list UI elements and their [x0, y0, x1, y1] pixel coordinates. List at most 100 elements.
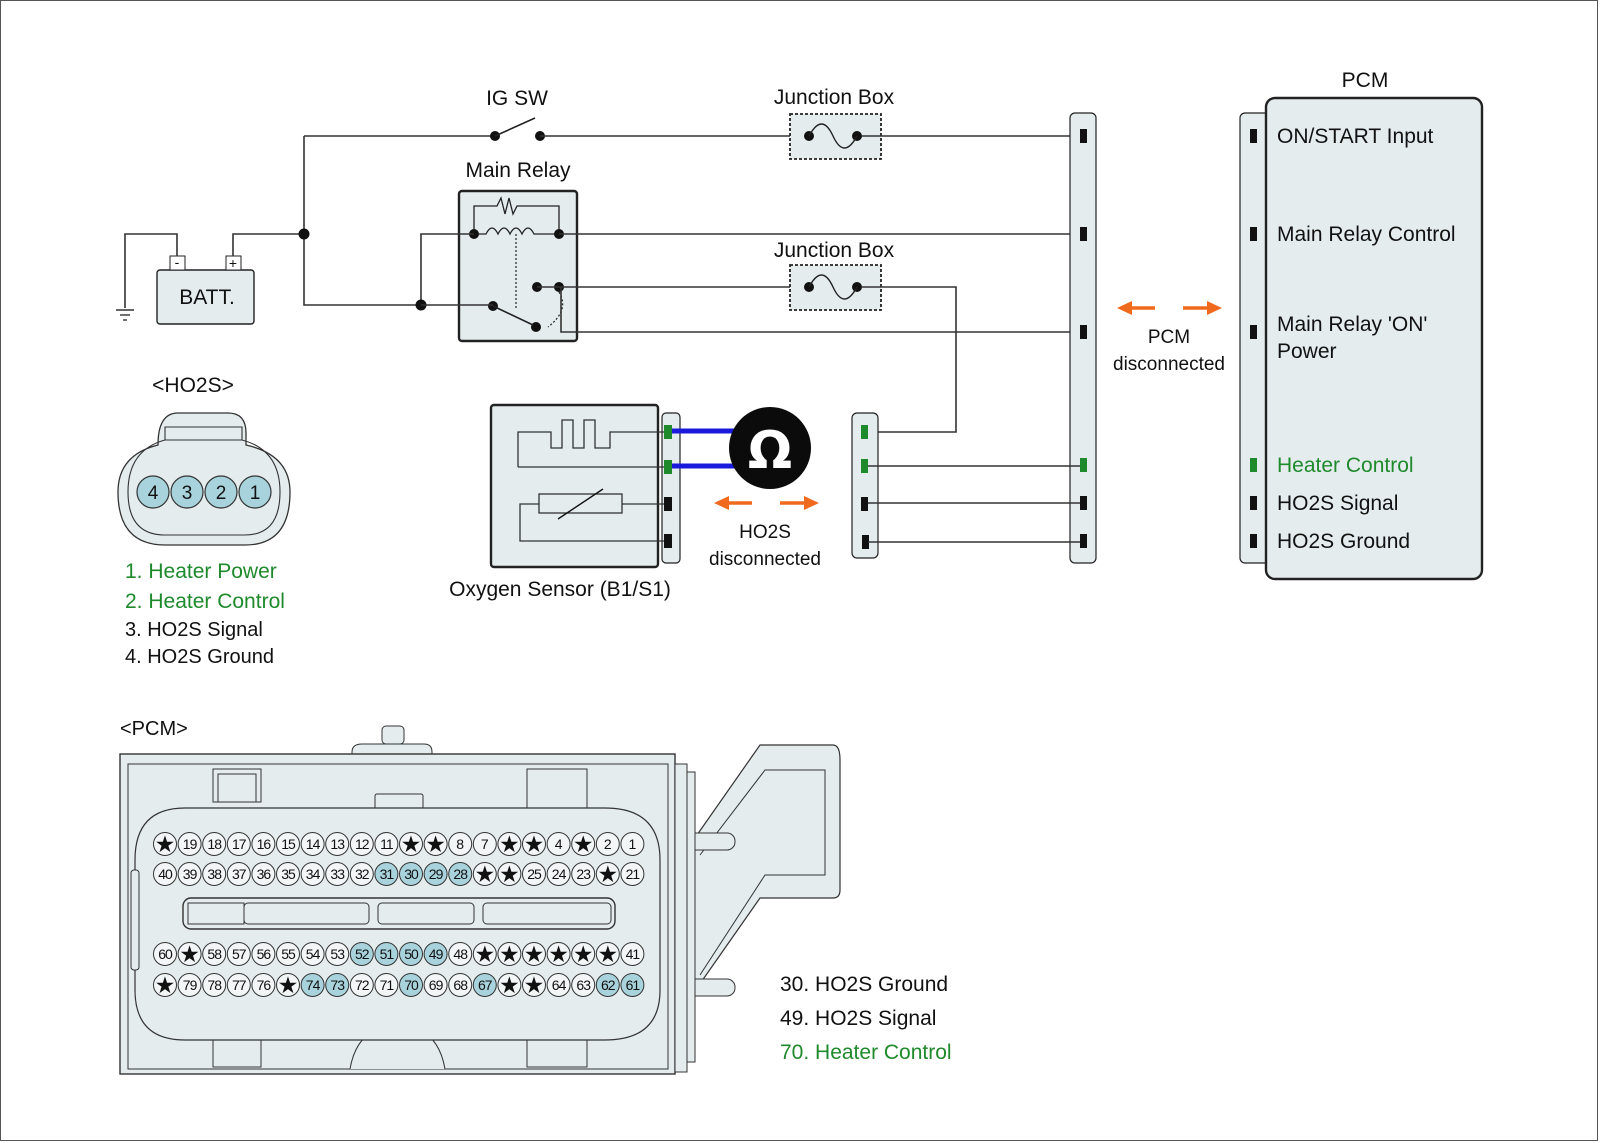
pcm-pin-label: 11 — [380, 836, 394, 852]
pcm-pin-unused — [497, 973, 522, 997]
star-icon: ★ — [574, 944, 592, 966]
pcm-pin-label: 24 — [552, 866, 567, 882]
pcm-pin-48 — [448, 942, 473, 966]
star-icon: ★ — [500, 864, 518, 886]
ohmmeter: Ω — [672, 407, 811, 489]
junction-box-1-label: Junction Box — [774, 86, 895, 109]
pcm-pin-label: 62 — [601, 977, 616, 993]
star-icon: ★ — [525, 944, 543, 966]
pcm-pin-53 — [325, 942, 350, 966]
pcm-pin-78 — [202, 973, 227, 997]
pcm-pin-77 — [226, 973, 251, 997]
star-icon: ★ — [427, 834, 445, 856]
pcm-pin-1 — [620, 832, 645, 856]
pcm-pin-19 — [177, 832, 202, 856]
pcm-pin-37 — [226, 862, 251, 886]
pcm-pin-61 — [620, 973, 645, 997]
pcm-title: PCM — [1342, 69, 1389, 92]
main-relay: Main Relay — [457, 159, 579, 343]
pcm-module: PCM ON/START Input Main Relay Control Ma… — [1239, 69, 1484, 581]
pcm-pin-34 — [300, 862, 325, 886]
pcm-pin-unused — [571, 832, 596, 856]
star-icon: ★ — [279, 975, 297, 997]
ho2s-pin-label: 2 — [216, 483, 227, 504]
star-icon: ★ — [181, 944, 199, 966]
pcm-pin-72 — [349, 973, 374, 997]
ho2s-legend-1: 1. Heater Power — [125, 560, 277, 583]
pcm-pin-28 — [448, 862, 473, 886]
ho2s-legend-4: 4. HO2S Ground — [125, 646, 274, 668]
pcm-legend-1: 30. HO2S Ground — [780, 973, 948, 996]
pcm-pin-14 — [300, 832, 325, 856]
pcm-pin-38 — [202, 862, 227, 886]
pcm-pin-13 — [325, 832, 350, 856]
pcm-pin-label: 4 — [555, 836, 563, 852]
pcm-pin-label: 53 — [330, 946, 345, 962]
pcm-pin-71 — [374, 973, 399, 997]
pcm-pin-unused — [522, 832, 546, 856]
pcm-pin-label: 39 — [183, 866, 198, 882]
pcm-disconnected-label-1: PCM — [1148, 327, 1190, 348]
pcm-pin-unused — [472, 942, 497, 966]
pcm-pin-label: 16 — [257, 836, 272, 852]
junction-box-2: Junction Box — [774, 239, 895, 311]
pcm-pin-label: 72 — [355, 977, 370, 993]
pcm-pin-35 — [276, 862, 300, 886]
pcm-pin-unused — [177, 942, 202, 966]
pcm-pin-label: 48 — [453, 946, 468, 962]
pcm-pin-unused — [595, 862, 620, 886]
star-icon: ★ — [156, 975, 174, 997]
pcm-pin-label: 18 — [207, 836, 222, 852]
ho2s-pin-label: 4 — [148, 483, 159, 504]
pcm-pin-4 — [546, 832, 571, 856]
pcm-pin-70 — [399, 973, 423, 997]
star-icon: ★ — [500, 944, 518, 966]
pcm-pin-25 — [522, 862, 546, 886]
pcm-pin-67 — [472, 973, 497, 997]
pcm-pin-label: 1 — [629, 836, 637, 852]
ohm-icon: Ω — [748, 421, 792, 481]
pcm-pin-heater-control: Heater Control — [1277, 454, 1414, 477]
pcm-pin-label: 19 — [183, 836, 198, 852]
pcm-pin-23 — [571, 862, 596, 886]
pcm-pin-label: 49 — [429, 946, 444, 962]
pcm-disconnected-label-2: disconnected — [1113, 354, 1225, 375]
star-icon: ★ — [599, 864, 617, 886]
pcm-pin-label: 8 — [456, 836, 464, 852]
pcm-pin-7 — [472, 832, 497, 856]
pcm-pin-label: 63 — [576, 977, 591, 993]
pcm-pin-label: 12 — [355, 836, 370, 852]
ground-icon — [116, 233, 178, 321]
ho2s-pin-1 — [238, 475, 272, 509]
arrow-left-icon — [714, 496, 729, 510]
ho2s-pin-3 — [170, 475, 204, 509]
pcm-pin-on-start-input: ON/START Input — [1277, 125, 1434, 148]
fuse-icon — [808, 274, 858, 300]
pcm-pin-17 — [226, 832, 251, 856]
ho2s-disconnected-label-2: disconnected — [709, 549, 821, 570]
pcm-pin-label: 60 — [158, 946, 173, 962]
pcm-pin-73 — [325, 973, 350, 997]
pcm-legend-3: 70. Heater Control — [780, 1041, 952, 1064]
pcm-pin-unused — [497, 832, 522, 856]
star-icon: ★ — [500, 975, 518, 997]
pcm-pin-label: 35 — [281, 866, 296, 882]
pcm-pin-49 — [423, 942, 448, 966]
pcm-pin-unused — [497, 942, 522, 966]
star-icon: ★ — [500, 834, 518, 856]
junction-box-2-label: Junction Box — [774, 239, 895, 262]
pcm-pin-label: 7 — [481, 836, 489, 852]
pcm-pin-label: 13 — [330, 836, 345, 852]
pcm-pin-30 — [399, 862, 423, 886]
pcm-pin-41 — [620, 942, 645, 966]
pcm-pin-29 — [423, 862, 448, 886]
pcm-pin-39 — [177, 862, 202, 886]
ho2s-legend-3: 3. HO2S Signal — [125, 619, 263, 641]
pcm-pin-12 — [349, 832, 374, 856]
pcm-pin-label: 74 — [306, 977, 321, 993]
pcm-pin-label: 57 — [232, 946, 247, 962]
pcm-pin-63 — [571, 973, 596, 997]
pcm-pin-62 — [595, 973, 620, 997]
star-icon: ★ — [525, 834, 543, 856]
pcm-pin-main-relay-on-power: Main Relay 'ON' — [1277, 313, 1427, 336]
